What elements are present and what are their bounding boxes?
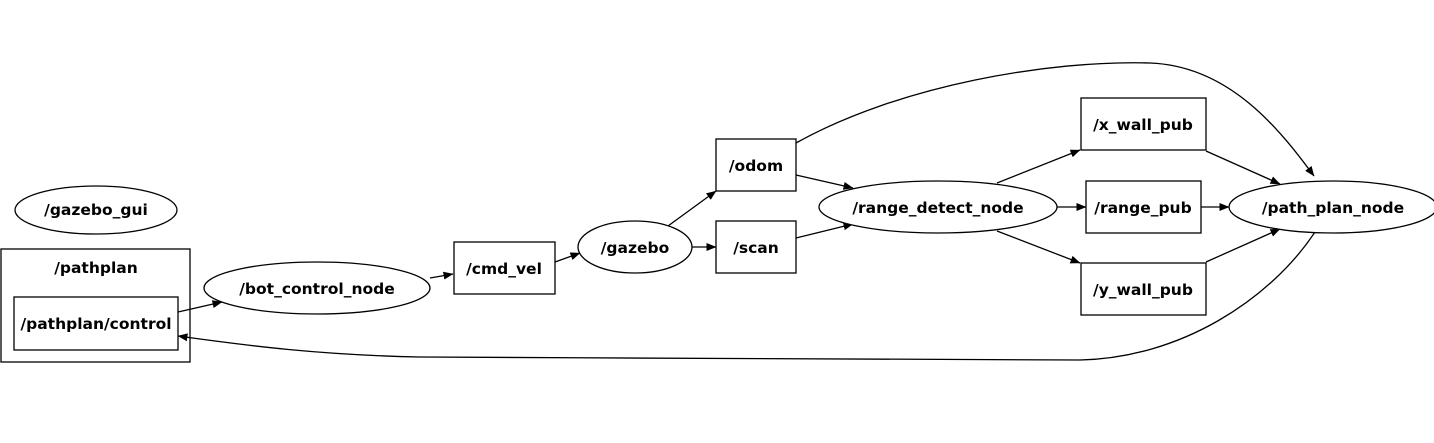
edges (177, 62, 1316, 361)
node-gazebo[interactable]: /gazebo (577, 220, 693, 274)
edge-y-wall-pub-to-path-plan-node (1205, 228, 1281, 263)
node-cmd-vel[interactable]: /cmd_vel (453, 241, 556, 295)
node-cmd-vel-label: /cmd_vel (466, 260, 542, 278)
node-bot-control-node-label: /bot_control_node (239, 280, 395, 298)
node-gazebo-gui-label: /gazebo_gui (44, 201, 148, 219)
node-odom[interactable]: /odom (715, 138, 797, 192)
edge-range-detect-node-to-x-wall-pub (996, 149, 1081, 184)
node-scan-label: /scan (733, 239, 779, 257)
edge-gazebo-to-odom (667, 190, 717, 227)
node-range-pub-label: /range_pub (1094, 199, 1191, 217)
node-x-wall-pub-label: /x_wall_pub (1093, 116, 1193, 134)
node-scan[interactable]: /scan (715, 220, 797, 274)
node-range-detect-node[interactable]: /range_detect_node (818, 180, 1058, 234)
node-range-pub[interactable]: /range_pub (1085, 180, 1202, 234)
node-path-plan-node-label: /path_plan_node (1262, 199, 1404, 217)
node-x-wall-pub[interactable]: /x_wall_pub (1080, 97, 1207, 151)
node-path-plan-node[interactable]: /path_plan_node (1228, 180, 1434, 234)
edge-cmd-vel-to-gazebo (554, 252, 581, 263)
edge-pathplan-control-to-bot-control-node (177, 300, 223, 313)
edge-scan-to-range-detect-node (795, 222, 854, 239)
edge-odom-to-range-detect-node (795, 174, 854, 190)
node-gazebo-label: /gazebo (601, 239, 670, 257)
node-gazebo-gui[interactable]: /gazebo_gui (14, 185, 178, 235)
node-range-detect-node-label: /range_detect_node (852, 199, 1023, 217)
edge-range-detect-node-to-y-wall-pub (996, 230, 1081, 264)
node-y-wall-pub[interactable]: /y_wall_pub (1080, 262, 1207, 316)
node-pathplan-control[interactable]: /pathplan/control (13, 296, 179, 351)
edge-path-plan-node-to-pathplan-control (177, 231, 1316, 361)
edge-odom-to-path-plan-node (795, 62, 1315, 177)
node-bot-control-node[interactable]: /bot_control_node (203, 261, 431, 315)
cluster-pathplan-label: /pathplan (54, 259, 138, 277)
edge-x-wall-pub-to-path-plan-node (1205, 150, 1281, 185)
node-pathplan-control-label: /pathplan/control (20, 315, 171, 333)
node-y-wall-pub-label: /y_wall_pub (1093, 281, 1193, 299)
edge-bot-control-node-to-cmd-vel (429, 271, 454, 280)
node-odom-label: /odom (729, 157, 783, 175)
